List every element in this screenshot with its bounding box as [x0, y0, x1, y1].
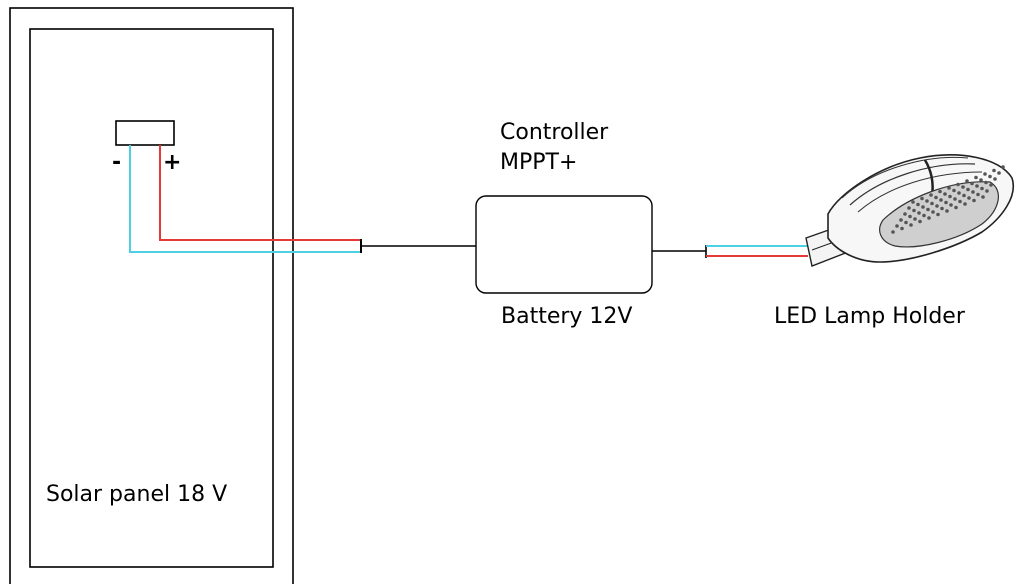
- solar-panel-label: Solar panel 18 V: [46, 482, 228, 507]
- led-dot: [918, 219, 922, 224]
- led-dot: [962, 193, 966, 198]
- led-dot: [948, 194, 952, 199]
- led-dot: [972, 198, 976, 203]
- led-dot: [989, 183, 993, 187]
- led-dot: [970, 181, 974, 186]
- led-dot: [945, 209, 949, 213]
- led-dot: [974, 175, 978, 180]
- led-dot: [927, 216, 931, 220]
- battery-label: Battery 12V: [501, 304, 633, 329]
- negative-terminal-label: -: [112, 150, 122, 175]
- positive-terminal-label: +: [163, 150, 182, 175]
- controller-title-line2: MPPT+: [500, 150, 578, 175]
- solar-panel-inner-frame: [29, 28, 274, 568]
- led-dot: [912, 208, 916, 213]
- negative-wire: [129, 145, 361, 253]
- led-dot: [965, 179, 969, 183]
- solar-panel-outer-frame: [9, 7, 294, 584]
- junction-box: [115, 120, 175, 146]
- lamp-label: LED Lamp Holder: [774, 304, 965, 329]
- led-dot: [934, 195, 938, 200]
- led-dot: [891, 230, 895, 234]
- led-dot: [926, 207, 930, 212]
- led-dot: [957, 191, 961, 195]
- led-dot: [911, 200, 915, 204]
- led-dot: [917, 211, 921, 215]
- led-dot: [956, 182, 960, 187]
- led-dot: [961, 185, 965, 189]
- led-dot: [936, 212, 940, 217]
- led-dot: [952, 188, 956, 193]
- led-dot: [992, 168, 996, 173]
- led-dot: [980, 186, 984, 191]
- led-dot: [920, 196, 924, 201]
- led-dot: [935, 204, 939, 208]
- led-dot: [958, 199, 962, 204]
- led-dot: [1001, 165, 1005, 169]
- led-dot: [984, 180, 988, 185]
- led-dot: [943, 192, 947, 196]
- led-dot: [966, 187, 970, 192]
- led-dot: [938, 189, 942, 194]
- led-dot: [903, 212, 907, 216]
- led-dot: [949, 203, 953, 207]
- led-dot: [993, 177, 997, 181]
- led-dot: [947, 186, 951, 190]
- led-dot: [916, 202, 920, 207]
- led-dot: [925, 199, 929, 203]
- led-dot: [940, 206, 944, 211]
- led-dot: [922, 213, 926, 218]
- led-dot: [929, 193, 933, 197]
- led-dot: [900, 226, 904, 231]
- led-dot: [971, 190, 975, 194]
- street-lamp-icon: [805, 154, 1015, 267]
- led-dot: [908, 214, 912, 219]
- led-dot: [907, 206, 911, 210]
- led-dot: [930, 201, 934, 206]
- led-dot: [997, 171, 1001, 175]
- led-dot: [953, 197, 957, 201]
- controller-box: [475, 195, 653, 294]
- led-dot: [975, 184, 979, 188]
- led-dot: [921, 205, 925, 209]
- led-dot: [944, 200, 948, 205]
- led-dot: [895, 224, 899, 228]
- led-dot: [931, 210, 935, 214]
- led-dot: [939, 198, 943, 202]
- led-dot: [983, 172, 987, 176]
- led-dot: [954, 205, 958, 210]
- controller-title-line1: Controller: [500, 120, 609, 145]
- led-dot: [913, 217, 917, 221]
- led-dot: [909, 223, 913, 227]
- positive-wire: [159, 145, 361, 241]
- led-dot: [985, 189, 989, 193]
- led-dot: [963, 202, 967, 206]
- led-dot: [988, 174, 992, 179]
- led-dot: [979, 178, 983, 182]
- led-dot: [976, 192, 980, 197]
- led-dot: [981, 195, 985, 199]
- led-dot: [899, 218, 903, 222]
- led-dot: [904, 220, 908, 225]
- led-dot: [967, 196, 971, 200]
